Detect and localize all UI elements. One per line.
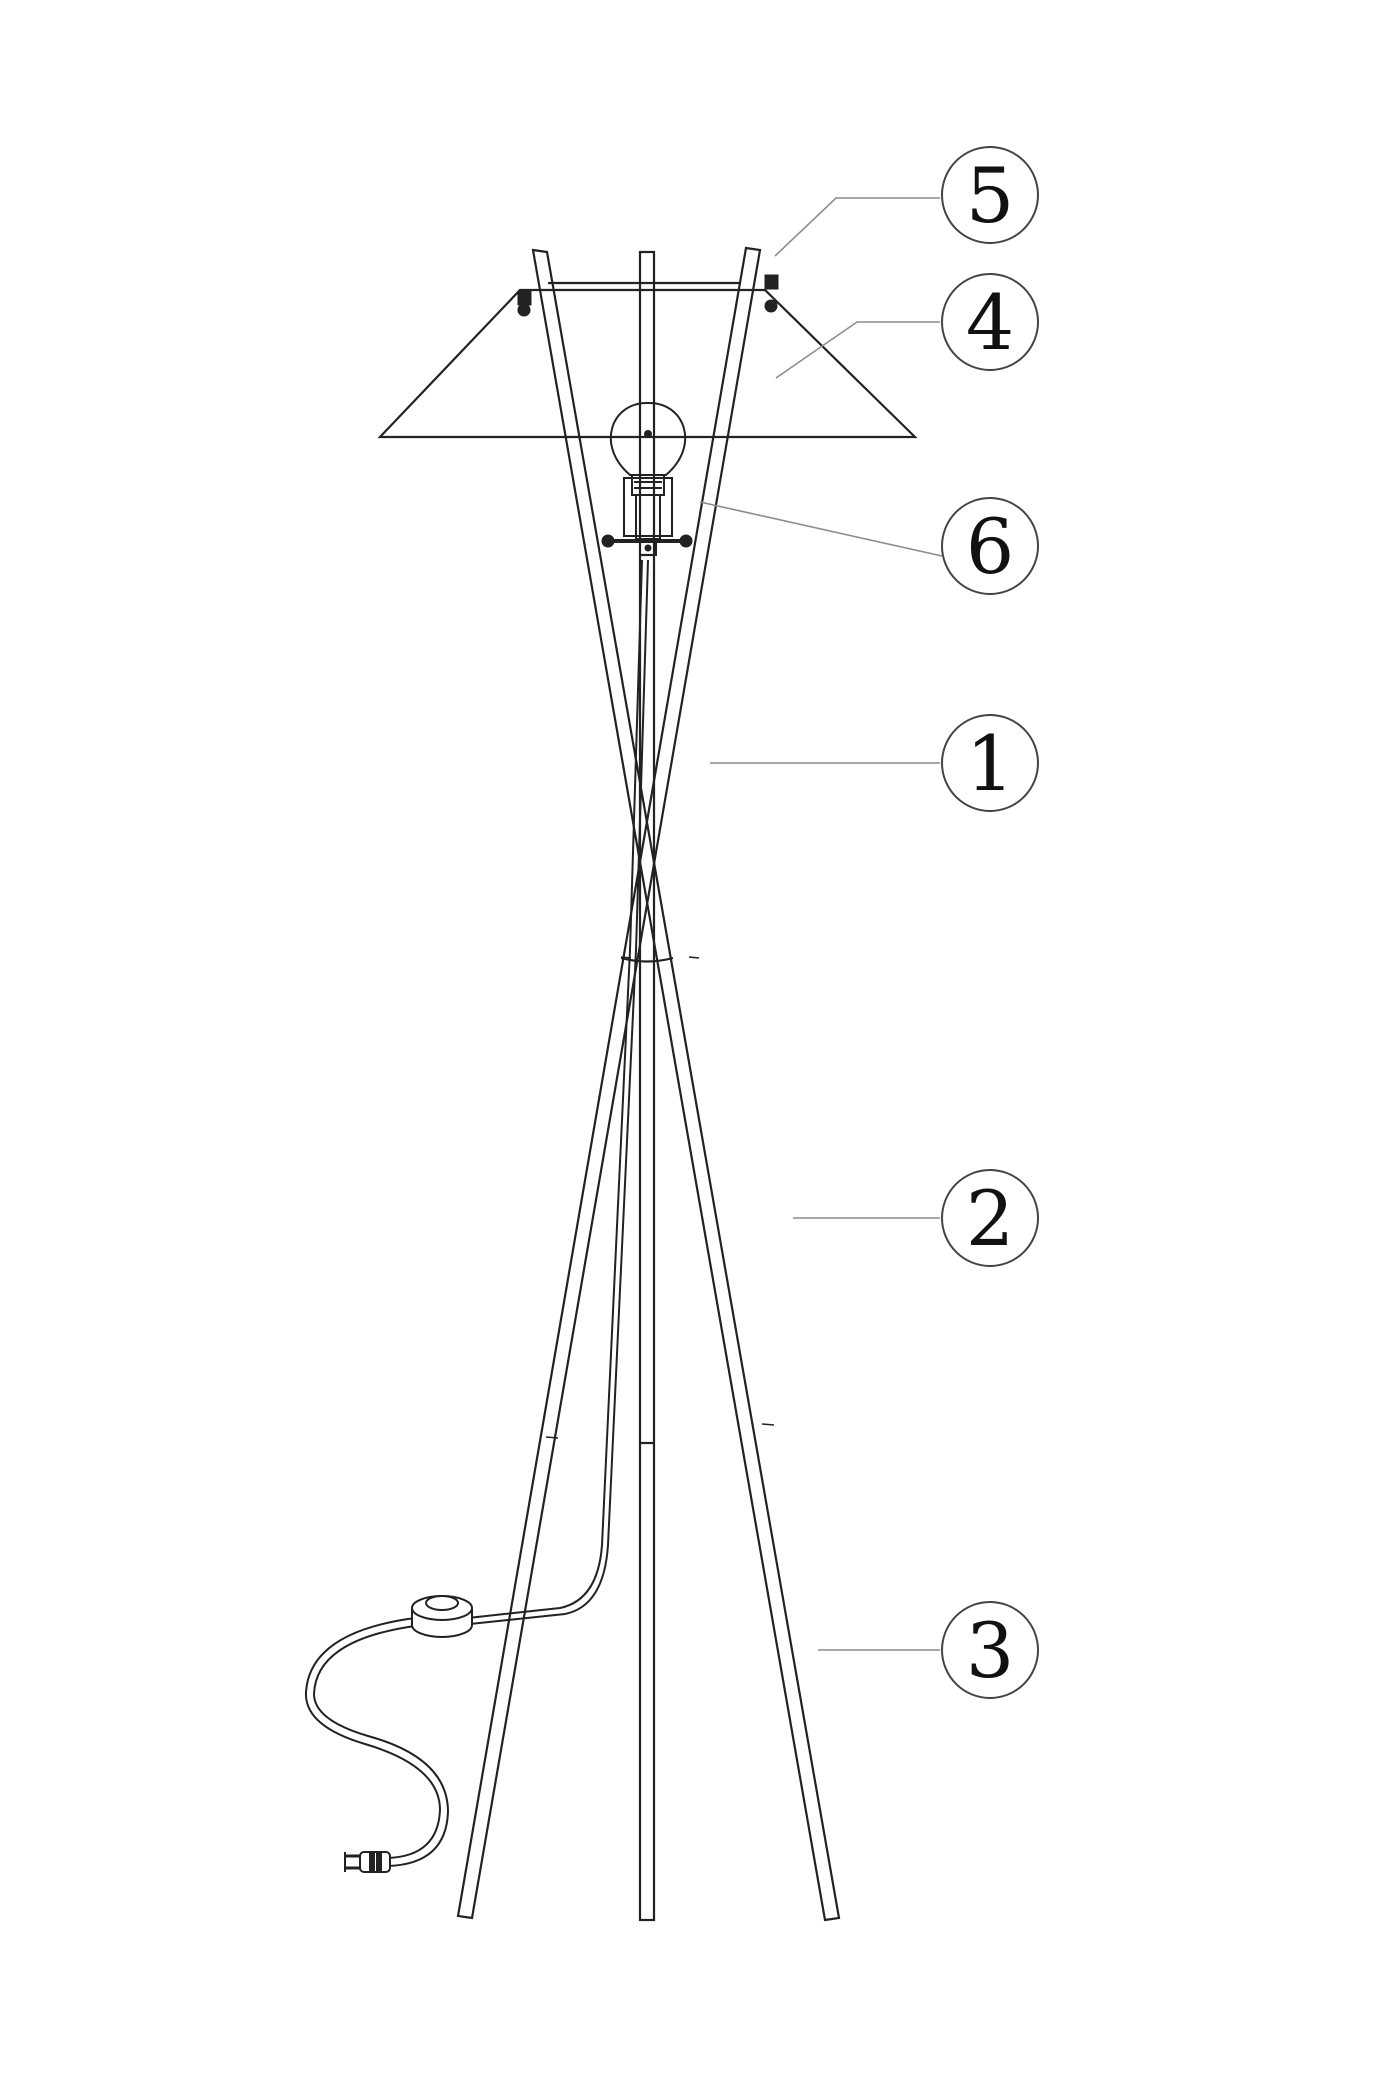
leader-lines <box>699 197 943 1651</box>
power-cord <box>304 559 649 1867</box>
callout-label: 6 <box>966 502 1014 591</box>
callout-label: 3 <box>966 1606 1014 1695</box>
light-bulb-icon <box>609 401 687 476</box>
shade-clip <box>517 274 779 317</box>
callout-2: 2 <box>941 1169 1039 1267</box>
plug-icon <box>344 1851 391 1873</box>
lampshade <box>377 281 918 439</box>
callout-label: 4 <box>966 278 1014 367</box>
leader-4 <box>775 321 940 379</box>
bulb-and-socket <box>609 401 687 540</box>
callout-label: 5 <box>966 151 1014 240</box>
callout-1: 1 <box>941 714 1039 812</box>
tripod-legs <box>456 246 841 1922</box>
center-pole <box>638 250 656 1922</box>
callout-label: 1 <box>966 719 1014 808</box>
callouts: 5 4 6 1 2 3 <box>941 146 1039 1699</box>
callout-6: 6 <box>941 497 1039 595</box>
callout-3: 3 <box>941 1601 1039 1699</box>
callout-label: 2 <box>966 1174 1014 1263</box>
leader-6 <box>699 501 943 557</box>
callout-4: 4 <box>941 273 1039 371</box>
foot-switch-icon <box>411 1595 473 1638</box>
left-leg <box>531 248 841 1922</box>
right-leg <box>456 246 762 1920</box>
callout-5: 5 <box>941 146 1039 244</box>
leader-5 <box>774 197 940 257</box>
